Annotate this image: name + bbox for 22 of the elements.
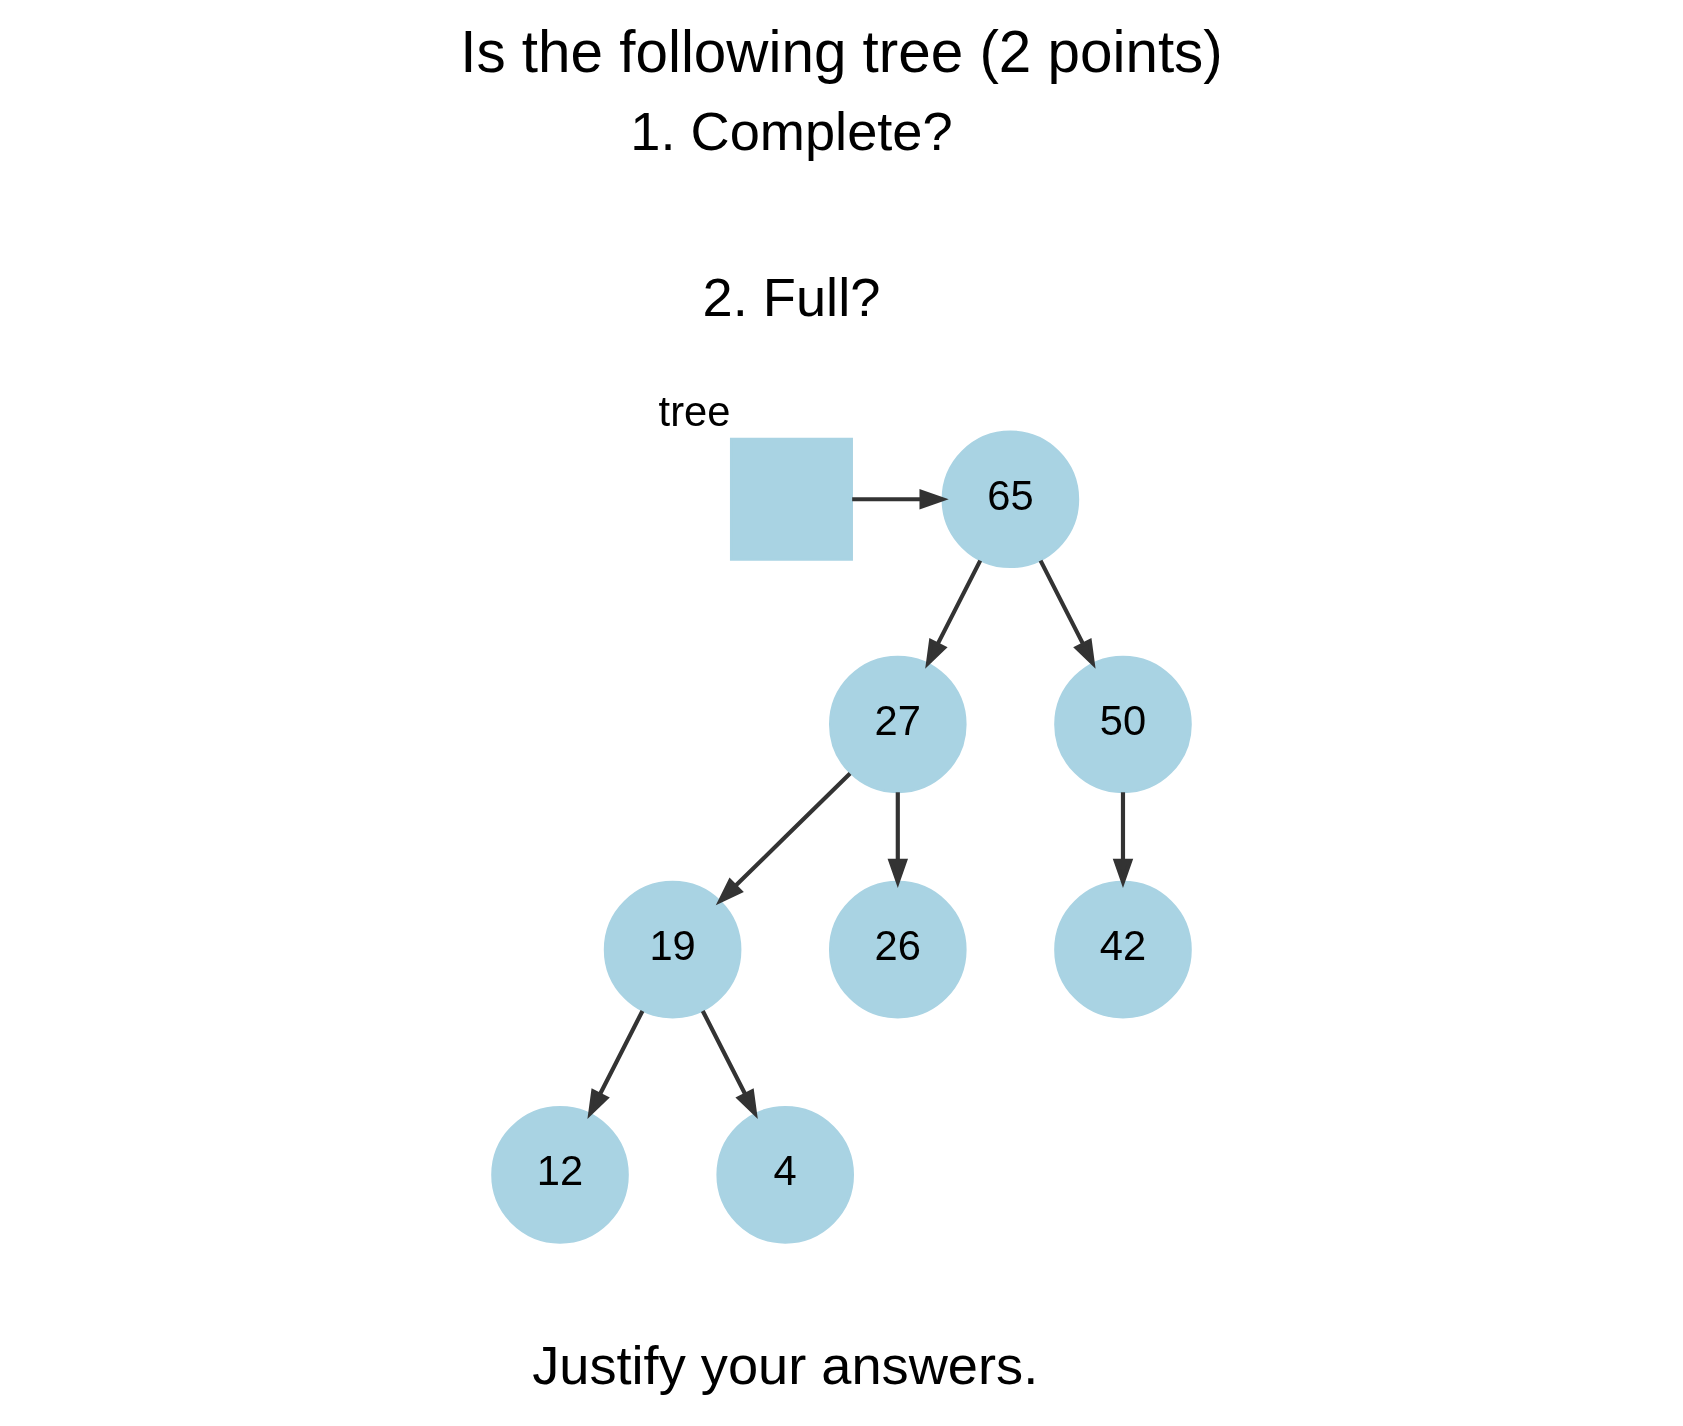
arrow bbox=[887, 792, 909, 889]
arrow bbox=[715, 771, 852, 906]
node-label: tree bbox=[658, 388, 731, 436]
node-circle: 50 bbox=[1054, 655, 1192, 794]
node-circle: 4 bbox=[716, 1106, 854, 1244]
node-circle: 42 bbox=[1054, 880, 1192, 1019]
arrow bbox=[925, 559, 983, 669]
node-circle: 19 bbox=[603, 880, 742, 1019]
node-circle: 26 bbox=[829, 880, 967, 1019]
node-box bbox=[729, 437, 853, 561]
node-circle: 65 bbox=[941, 430, 1080, 569]
node-circle: 12 bbox=[491, 1106, 629, 1244]
arrow bbox=[852, 489, 949, 510]
diagram-title: Is the following tree (2 points) bbox=[460, 18, 1223, 84]
arrow bbox=[700, 1010, 758, 1119]
arrow bbox=[587, 1010, 645, 1119]
label: Justify your answers. bbox=[532, 1334, 1039, 1395]
label: 1. Complete? bbox=[630, 100, 953, 161]
label: 2. Full? bbox=[702, 267, 881, 328]
arrow bbox=[1112, 792, 1134, 889]
node-circle: 27 bbox=[829, 655, 967, 794]
arrow bbox=[1038, 559, 1096, 669]
